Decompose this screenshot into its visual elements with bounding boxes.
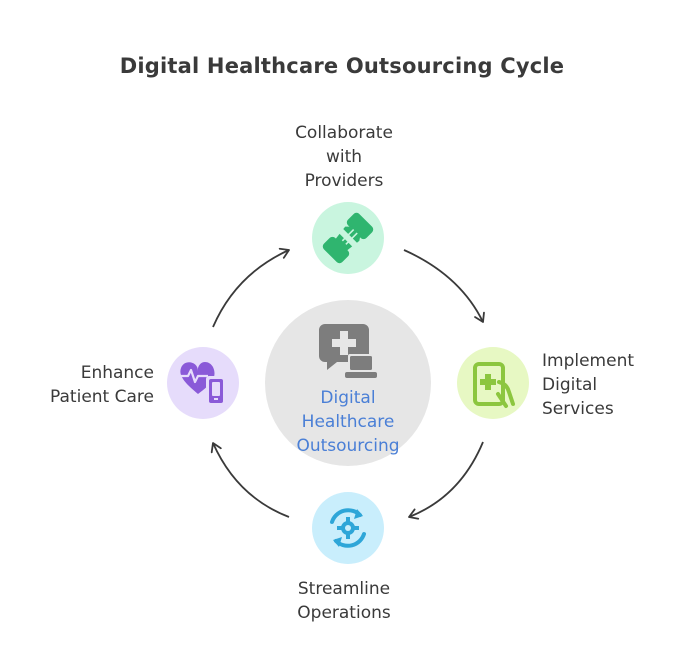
step-label-collaborate: Collaborate with Providers bbox=[295, 123, 393, 191]
center-label: Digital Healthcare Outsourcing bbox=[296, 388, 400, 456]
step-label-implement: Implement Digital Services bbox=[542, 351, 635, 419]
arrow-bottom-to-left bbox=[210, 442, 290, 518]
center-circle bbox=[265, 300, 431, 466]
arrow-right-to-bottom bbox=[408, 441, 484, 520]
medical-chat-laptop-icon bbox=[319, 324, 377, 378]
diagram-title: Digital Healthcare Outsourcing Cycle bbox=[119, 54, 565, 78]
arrow-top-to-right bbox=[403, 249, 485, 323]
step-label-enhance: Enhance Patient Care bbox=[50, 363, 154, 407]
handshake-icon bbox=[322, 212, 374, 264]
heart-pulse-device-icon bbox=[180, 362, 226, 406]
step-label-streamline: Streamline Operations bbox=[297, 579, 391, 623]
gear-refresh-icon bbox=[330, 508, 366, 548]
medical-tablet-icon bbox=[473, 362, 515, 408]
arrow-left-to-top bbox=[212, 247, 290, 328]
